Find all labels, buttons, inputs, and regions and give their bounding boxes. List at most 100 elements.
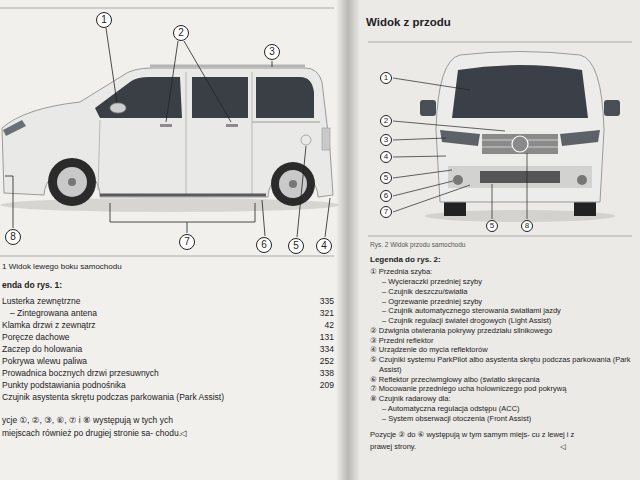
callout-number: 7 [384, 208, 388, 216]
callout-number: 8 [10, 232, 16, 242]
callout-circle: 4 [380, 151, 392, 163]
legend-item: ② Dźwignia otwierania pokrywy przedziału… [370, 326, 640, 336]
legend-item: Poręcze dachowe [2, 332, 70, 343]
fog-light [453, 175, 463, 185]
legend-item: ⑧ Czujnik radarowy dla: [370, 394, 640, 404]
door-rail [252, 121, 320, 122]
page-number: 335 [320, 296, 334, 307]
callout-circle: 1 [380, 72, 392, 84]
front-window [95, 77, 182, 118]
callout-number: 2 [384, 117, 388, 125]
legend-subitem: – Czujnik deszczu/światła [382, 287, 634, 297]
leader-line [393, 78, 470, 90]
left-page [0, 0, 345, 480]
wheel-rim [57, 167, 87, 197]
legend-item: ⑤ Czujniki systemu ParkPilot albo asyste… [370, 355, 640, 375]
lower-grille [480, 171, 560, 183]
legend-heading: Legenda do rys. 2: [370, 255, 441, 265]
front-wheel [48, 158, 96, 206]
page-number: 209 [320, 380, 334, 391]
legend-item: Lusterka zewnętrzne [2, 296, 80, 307]
legend-item: ① Przednia szyba: [370, 267, 640, 277]
legend-item: ④ Urządzenie do mycia reflektorów [370, 345, 640, 355]
callout-circle: 3 [264, 44, 280, 60]
legend-subitem: – Czujnik automatycznego sterowania świa… [382, 306, 634, 316]
page-gutter [336, 0, 360, 480]
legend-item: – Zintegrowana antena [10, 308, 97, 319]
figure-rule [0, 256, 334, 257]
fog-light [577, 175, 587, 185]
leader-line [527, 153, 528, 219]
legend-subitem: – Ogrzewanie przedniej szyby [382, 297, 634, 307]
figure-rule [368, 42, 632, 43]
wheel-hub [68, 178, 76, 186]
callout-circle: 8 [521, 220, 533, 232]
leader-line [393, 156, 446, 157]
leader-line [166, 41, 178, 122]
callout-circle: 5 [380, 172, 392, 184]
callout-number: 3 [384, 136, 388, 144]
callout-circle: 4 [316, 238, 332, 254]
door-line [186, 72, 187, 195]
door-handle [226, 124, 238, 127]
leader-line [393, 185, 470, 212]
legend-item: Zaczep do holowania [2, 344, 82, 355]
legend-subitem: – Wycieraczki przedniej szyby [382, 277, 634, 287]
page-number: 338 [320, 368, 334, 379]
legend-subitem: – Automatyczna regulacja odstępu (ACC) [382, 404, 634, 414]
roof-rail [150, 65, 305, 68]
legend-item: Punkty podstawiania podnośnika [2, 380, 126, 391]
side-sill [100, 194, 266, 197]
legend-subitem: – Czujnik regulacji świateł drogowych (L… [382, 316, 634, 326]
leader-line [297, 146, 306, 237]
callout-number: 6 [261, 240, 267, 250]
bumper [448, 166, 592, 188]
headlight [3, 120, 26, 136]
page-number: 131 [320, 332, 334, 343]
leader-line [272, 61, 273, 67]
side-view-figure [0, 8, 340, 256]
callout-circle: 2 [173, 25, 189, 41]
mirror [604, 100, 620, 116]
right-page [345, 0, 640, 480]
headlight [560, 130, 600, 146]
callout-number: 4 [321, 241, 327, 251]
callout-number: 8 [525, 222, 529, 230]
footnote: ycje ①, ②, ③, ⑥, ⑦ i ⑧ występują w tych … [2, 414, 207, 440]
rear-wheel [271, 162, 315, 206]
callout-circle: 5 [288, 238, 304, 254]
tail-light [322, 128, 330, 150]
page-number: 252 [320, 356, 334, 367]
callout-number: 3 [269, 47, 275, 57]
door-line [98, 120, 100, 190]
leader-lines [5, 28, 330, 237]
leader-lines [393, 78, 527, 219]
callout-circle: 7 [380, 206, 392, 218]
legend-item: ⑦ Mocowanie przedniego ucha holowniczego… [370, 384, 640, 394]
legend-item: ⑥ Reflektor przeciwmgłowy albo (światło … [370, 375, 640, 385]
grille [482, 134, 558, 154]
callout-circle: 2 [380, 115, 392, 127]
legend-item: Prowadnica bocznych drzwi przesuwnych [2, 368, 159, 379]
callout-number: 5 [384, 174, 388, 182]
footnote: Pozycje ② do ⑥ występują w tym samym mie… [370, 429, 590, 453]
callout-number: 1 [101, 15, 107, 25]
end-mark: ◁ [560, 441, 566, 453]
mirror [110, 103, 126, 113]
windshield [452, 65, 588, 118]
page-number: 321 [320, 308, 334, 319]
legend-item: Klamka drzwi z zewnątrz [2, 320, 96, 331]
figure-rule [0, 8, 334, 9]
leader-line [393, 121, 505, 131]
callout-circle: 3 [380, 134, 392, 146]
page-number: 334 [320, 344, 334, 355]
callout-circle: 7 [179, 234, 195, 250]
leader-line [184, 41, 231, 122]
leader-line [262, 200, 265, 236]
legend-item: Pokrywa wlewu paliwa [2, 356, 87, 367]
page-number: 42 [325, 320, 334, 331]
legend-item: ③ Przedni reflektor [370, 336, 640, 346]
figure-rule [368, 236, 632, 237]
bracket-line [110, 203, 255, 222]
callout-circle: 8 [5, 229, 21, 245]
